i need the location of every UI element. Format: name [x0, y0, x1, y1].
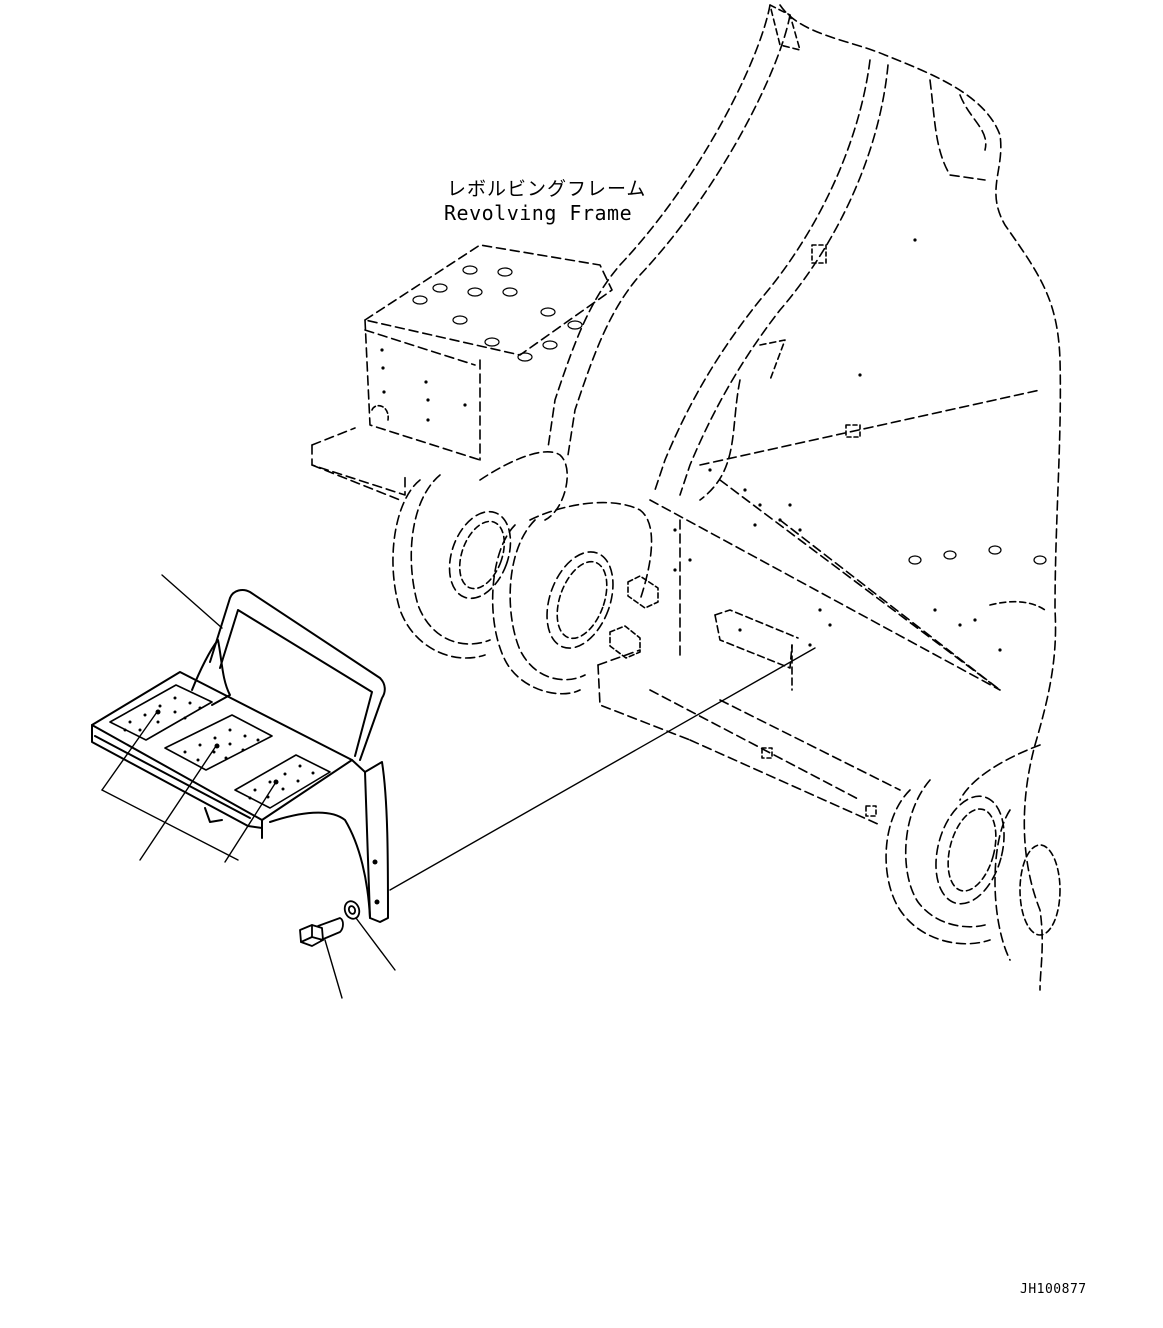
mounting-bolt — [299, 917, 344, 947]
step-assembly — [91, 589, 389, 923]
washer — [343, 900, 361, 920]
frame-label-english: Revolving Frame — [444, 201, 633, 225]
leader-lines — [101, 574, 816, 999]
drawing-code: JH100877 — [1020, 1282, 1087, 1297]
revolving-frame — [311, 4, 1062, 991]
frame-label-japanese: レボルビングフレーム — [447, 178, 647, 200]
